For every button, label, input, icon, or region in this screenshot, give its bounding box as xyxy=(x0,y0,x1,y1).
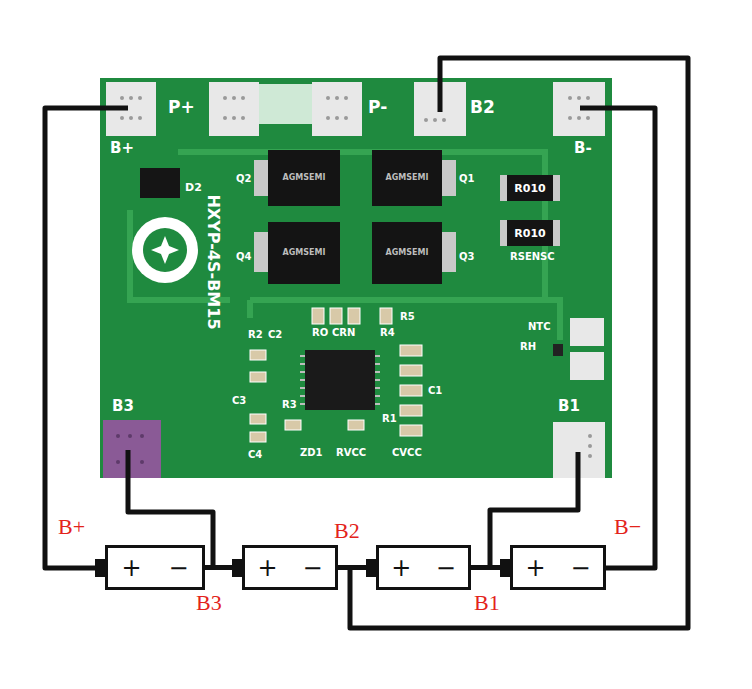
silkscreen-label: D2 xyxy=(185,182,202,193)
bms-ic xyxy=(300,350,380,410)
silkscreen-label: B1 xyxy=(558,399,580,414)
polarity-minus: − xyxy=(570,556,590,580)
polarity-plus: + xyxy=(391,556,411,580)
silkscreen-label: CVCC xyxy=(392,448,422,458)
pcb-trace xyxy=(130,152,560,340)
silkscreen-label: Q2 xyxy=(236,174,251,184)
silkscreen-label: RVCC xyxy=(336,448,366,458)
silkscreen-label: R4 xyxy=(380,328,395,338)
polarity-plus: + xyxy=(121,556,141,580)
series-link xyxy=(471,565,510,570)
terminal-label: B2 xyxy=(334,520,360,542)
silkscreen-label: RSENSC xyxy=(510,252,555,262)
silkscreen-label: C3 xyxy=(232,396,246,406)
battery-cell: +− xyxy=(510,545,606,590)
polarity-minus: − xyxy=(302,556,322,580)
silkscreen-label: NTC xyxy=(528,322,551,332)
silkscreen-label: P- xyxy=(368,99,387,116)
polarity-plus: + xyxy=(525,556,545,580)
silkscreen-label: B3 xyxy=(112,399,134,414)
terminal-label: B− xyxy=(614,516,641,538)
wire xyxy=(45,58,688,628)
part-marking: AGMSEMI xyxy=(283,174,326,182)
solder-pad xyxy=(106,82,605,136)
silkscreen-label: Q3 xyxy=(459,252,474,262)
logo xyxy=(132,217,198,283)
silkscreen-label: CRN xyxy=(332,328,355,338)
silkscreen-label: B2 xyxy=(470,99,495,116)
via-dots xyxy=(120,96,590,122)
silkscreen-label: R5 xyxy=(400,312,415,322)
terminal-label: B1 xyxy=(474,592,500,614)
solder-pad xyxy=(103,420,161,478)
silkscreen-label: Q4 xyxy=(236,252,251,262)
silkscreen-label: B- xyxy=(574,141,592,156)
polarity-plus: + xyxy=(257,556,277,580)
terminal-label: B3 xyxy=(196,592,222,614)
board-model: HXYP-4S-BM15 xyxy=(205,194,221,329)
sense-resistor xyxy=(500,175,560,246)
battery-cell: +− xyxy=(376,545,471,590)
part-marking: R010 xyxy=(514,183,545,194)
battery-cell: +− xyxy=(105,545,205,590)
silkscreen-label: B+ xyxy=(110,141,134,156)
silkscreen-label: ZD1 xyxy=(300,448,323,458)
via-dots xyxy=(588,434,592,458)
silkscreen-label: RO xyxy=(312,328,328,338)
silkscreen-label: Q1 xyxy=(459,174,474,184)
silkscreen-label: C2 xyxy=(268,330,282,340)
silkscreen-label: C4 xyxy=(248,450,262,460)
series-link xyxy=(338,565,376,570)
part-marking: AGMSEMI xyxy=(283,249,326,257)
mosfet xyxy=(254,150,456,284)
silkscreen-label: C1 xyxy=(428,386,442,396)
series-link xyxy=(205,565,242,570)
part-marking: AGMSEMI xyxy=(386,174,429,182)
part-marking: R010 xyxy=(514,228,545,239)
pcb-board xyxy=(100,78,612,478)
silkscreen-label: P+ xyxy=(168,99,195,116)
diode-body xyxy=(140,168,180,198)
ntc-pad xyxy=(570,318,604,380)
ntc-chip xyxy=(553,344,563,356)
silkscreen-label: R2 xyxy=(248,330,263,340)
polarity-minus: − xyxy=(436,556,456,580)
silkscreen-label: R3 xyxy=(282,400,297,410)
polarity-minus: − xyxy=(168,556,188,580)
battery-cell: +− xyxy=(242,545,338,590)
part-marking: AGMSEMI xyxy=(386,249,429,257)
terminal-label: B+ xyxy=(58,516,85,538)
smd-part xyxy=(250,308,422,442)
silkscreen-label: R1 xyxy=(382,414,397,424)
silkscreen-label: RH xyxy=(520,342,536,352)
bare-area xyxy=(258,84,312,124)
